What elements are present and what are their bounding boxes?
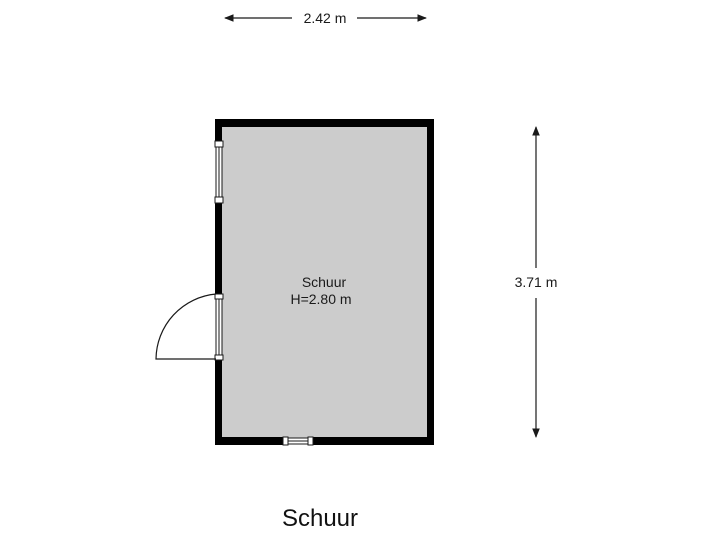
wall-top [215, 119, 434, 127]
wall-right [427, 119, 434, 445]
depth-dimension-label: 3.71 m [515, 274, 558, 290]
wall-left-bottom [215, 360, 222, 445]
room-height-label: H=2.80 m [290, 291, 351, 307]
depth-dimension: 3.71 m [515, 126, 558, 438]
window-left [214, 140, 224, 204]
walls [215, 119, 434, 445]
room-floor [222, 126, 427, 438]
room-name-label: Schuur [302, 274, 347, 290]
wall-left-middle [215, 203, 222, 294]
wall-bottom-left [215, 437, 283, 445]
window-bottom [282, 436, 314, 446]
plan-title: Schuur [281, 505, 359, 532]
door-left [155, 293, 224, 361]
wall-left-top [215, 119, 222, 141]
wall-bottom-right [313, 437, 434, 445]
width-dimension: 2.42 m [224, 10, 427, 26]
door-swing-arc [155, 293, 217, 360]
width-dimension-label: 2.42 m [304, 10, 347, 26]
